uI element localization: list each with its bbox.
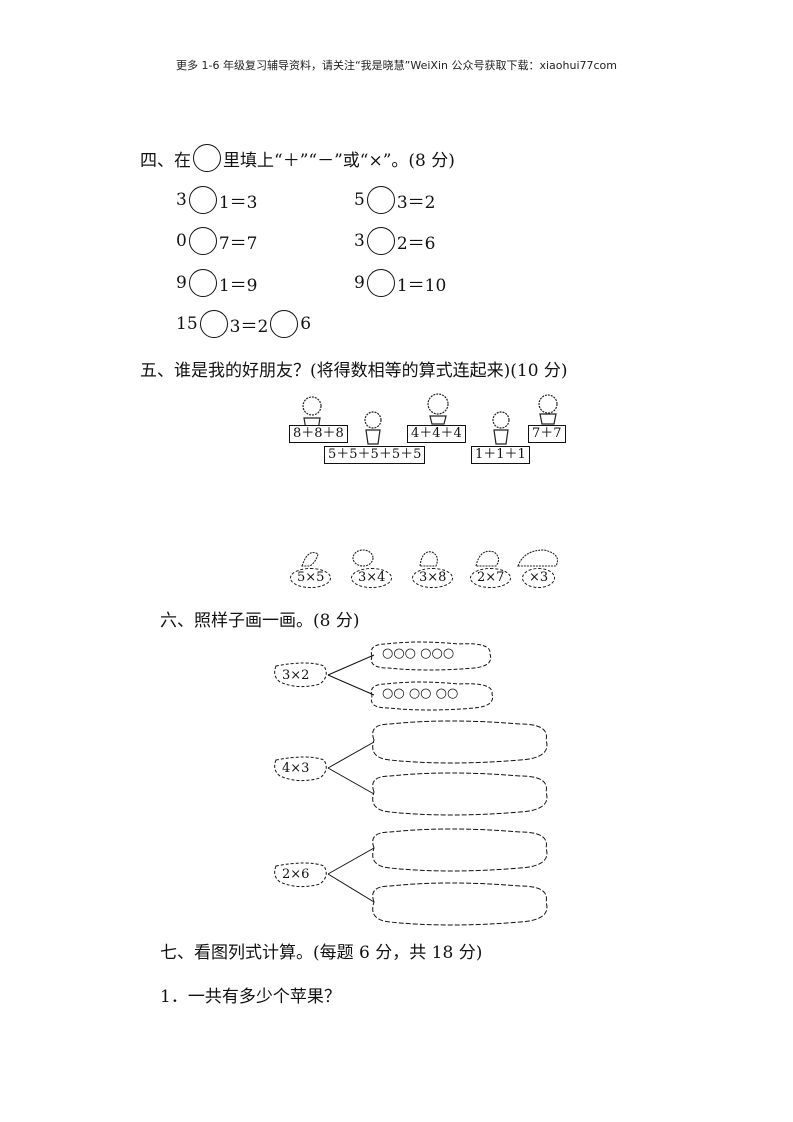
sum-card-1[interactable]: 8＋8＋8: [289, 425, 348, 443]
q4-operand: 1＝3: [218, 192, 258, 213]
sum-card-5[interactable]: 1＋1＋1: [471, 446, 530, 464]
q4-row-5: 9 1＝9: [176, 269, 257, 297]
product-card-1[interactable]: 5×5: [290, 568, 332, 588]
q4-operand: 9: [354, 273, 365, 293]
q4-answer-circle[interactable]: [270, 310, 299, 338]
expr-bubble: [274, 662, 327, 688]
cloud-shape: [372, 882, 548, 926]
sum-card-2[interactable]: 4＋4＋4: [407, 425, 466, 443]
product-card-4[interactable]: 2×7: [470, 568, 512, 588]
q4-operand: 6: [300, 314, 312, 334]
kid-icon: [538, 394, 558, 425]
q4-answer-circle[interactable]: [366, 186, 395, 214]
product-card-2[interactable]: 3×4: [351, 568, 393, 588]
q4-title-after: 里填上“＋”“－”或“×”。(8 分): [223, 150, 455, 171]
q4-answer-circle[interactable]: [366, 269, 395, 297]
kid-icon: [492, 411, 510, 445]
kids-illustration: [302, 393, 558, 445]
q4-answer-circle[interactable]: [188, 269, 217, 297]
q4-title-circle: [193, 144, 221, 172]
animals-illustration: [301, 549, 559, 567]
animal-icon: [475, 550, 500, 567]
q6-drawing: [274, 641, 548, 926]
cloud-shape: [372, 772, 548, 816]
animal-icon: [419, 551, 438, 567]
q4-title: 四、在 里填上“＋”“－”或“×”。(8 分): [140, 144, 455, 172]
q4-title-before: 四、在: [140, 150, 191, 171]
animal-icon: [301, 551, 319, 567]
connector-line: [327, 654, 375, 676]
expr-label-3: 2×6: [282, 867, 310, 882]
cloud-shape: [372, 720, 548, 764]
cloud-shape: [372, 828, 548, 872]
product-card-3[interactable]: 3×8: [412, 568, 454, 588]
q4-operand: 15: [176, 314, 198, 334]
q4-operand: 1＝10: [396, 275, 447, 296]
connector-line: [327, 873, 375, 903]
page-header: 更多 1-6 年级复习辅导资料，请关注“我是晓慧”WeiXin 公众号获取下载：…: [176, 59, 617, 72]
q4-operand: 1＝9: [218, 275, 258, 296]
q4-operand: 7＝7: [218, 233, 258, 254]
connector-line: [327, 767, 375, 795]
q4-answer-circle[interactable]: [188, 227, 217, 255]
cloud-shape: [370, 641, 492, 671]
q4-operand: 3＝2: [396, 192, 436, 213]
q4-answer-circle[interactable]: [366, 227, 395, 255]
q7-title: 七、看图列式计算。(每题 6 分，共 18 分): [160, 943, 483, 963]
animal-icon: [517, 549, 559, 567]
expr-bubble: [274, 862, 327, 888]
q4-operand: 2＝6: [396, 233, 436, 254]
animal-icon: [352, 549, 374, 567]
q4-row-7: 15 3＝2 6: [176, 310, 311, 338]
cloud-shape: [370, 681, 494, 711]
q4-operand: 9: [176, 273, 187, 293]
q4-row-3: 0 7＝7: [176, 227, 257, 255]
q7-sub1: 1．一共有多少个苹果？: [160, 987, 341, 1007]
q4-row-6: 9 1＝10: [354, 269, 446, 297]
q4-operand: 0: [176, 231, 187, 251]
q4-answer-circle[interactable]: [199, 310, 228, 338]
connector-line: [327, 741, 375, 769]
q4-operand: 5: [354, 190, 365, 210]
expr-label-2: 4×3: [282, 761, 310, 776]
q4-answer-circle[interactable]: [188, 186, 217, 214]
expr-label-1: 3×2: [282, 668, 310, 683]
q4-row-4: 3 2＝6: [354, 227, 435, 255]
product-card-5[interactable]: ×3: [522, 568, 556, 588]
cloud-sample-2: ○○ ○○ ○○: [382, 686, 459, 701]
connector-line: [327, 674, 375, 696]
q4-operand: 3: [176, 190, 187, 210]
q4-operand: 3＝2: [229, 316, 269, 337]
q4-row-1: 3 1＝3: [176, 186, 257, 214]
cloud-sample-1: ○○○ ○○○: [382, 646, 455, 661]
sum-card-4[interactable]: 5＋5＋5＋5＋5: [324, 446, 426, 464]
kid-icon: [364, 411, 382, 445]
q6-title: 六、照样子画一画。(8 分): [160, 611, 360, 631]
q5-title: 五、谁是我的好朋友？(将得数相等的算式连起来)(10 分): [140, 361, 568, 381]
kid-icon: [427, 393, 449, 425]
sum-card-3[interactable]: 7＋7: [528, 425, 566, 443]
expr-bubble: [274, 756, 327, 782]
connector-line: [327, 847, 375, 875]
q4-operand: 3: [354, 231, 365, 251]
q4-row-2: 5 3＝2: [354, 186, 435, 214]
